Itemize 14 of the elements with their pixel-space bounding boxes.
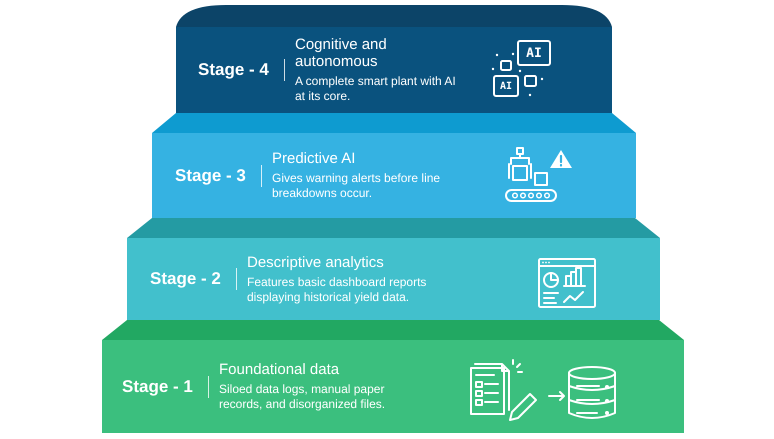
ai-chip-label: AI [493,75,519,97]
stage-description: Siloed data logs, manual paper records, and disorganized files. [219,382,386,412]
stage-title: Predictive AI [272,150,356,167]
stage-label: Stage - 4 [198,60,270,80]
stage-title: Descriptive analytics [247,254,385,270]
stage-title: Foundational data [219,361,340,378]
stage-description: A complete smart plant with AI at its core. [295,74,457,104]
stage-title: Cognitive and autonomous [295,36,388,70]
stage-description: Features basic dashboard reports displaying historical yield data. [247,274,428,304]
stage-label: Stage - 1 [122,376,194,396]
stage-label: Stage - 2 [150,269,222,289]
stage-description: Gives warning alerts before line breakdowns occur. [272,171,442,201]
stage-label: Stage - 3 [175,166,247,186]
ai-chip-label: AI [517,40,551,66]
